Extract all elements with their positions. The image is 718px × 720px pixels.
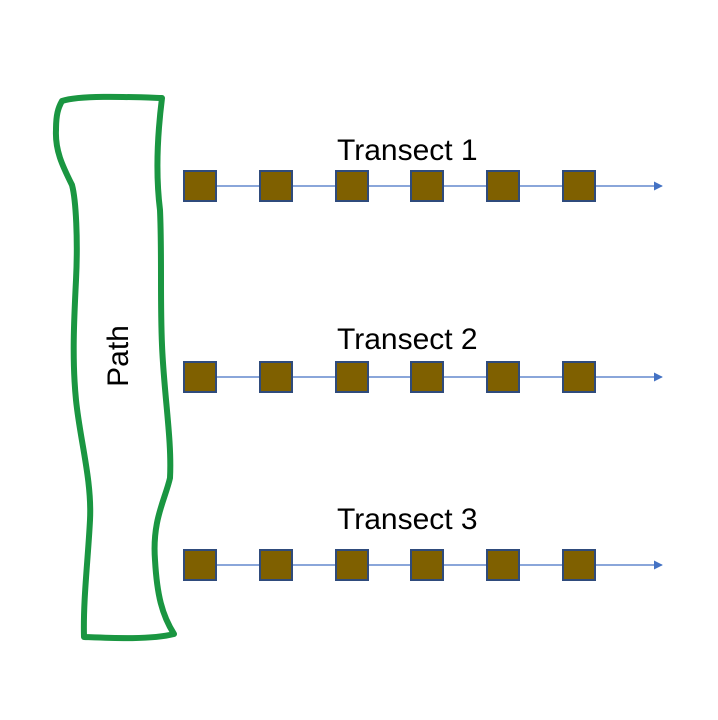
- transect-3-quadrats: [183, 549, 596, 581]
- quadrat: [183, 170, 217, 202]
- quadrat: [562, 361, 596, 393]
- transect-1: Transect 1: [183, 134, 663, 202]
- transect-1-quadrats: [183, 170, 596, 202]
- quadrat: [335, 549, 369, 581]
- quadrat: [335, 361, 369, 393]
- transect-2-label: Transect 2: [337, 323, 478, 356]
- quadrat: [335, 170, 369, 202]
- quadrat: [259, 361, 293, 393]
- quadrat: [562, 549, 596, 581]
- quadrat: [486, 361, 520, 393]
- quadrat: [183, 361, 217, 393]
- quadrat: [562, 170, 596, 202]
- quadrat: [410, 549, 444, 581]
- quadrat: [259, 170, 293, 202]
- transect-2: Transect 2: [183, 323, 663, 393]
- path-outline: [52, 93, 177, 642]
- quadrat: [410, 361, 444, 393]
- transect-1-label: Transect 1: [337, 134, 478, 167]
- quadrat: [486, 170, 520, 202]
- path: Path: [52, 93, 177, 642]
- transect-2-quadrats: [183, 361, 596, 393]
- quadrat: [183, 549, 217, 581]
- transect-3-label: Transect 3: [337, 503, 478, 536]
- quadrat: [259, 549, 293, 581]
- path-label: Path: [102, 325, 135, 387]
- quadrat: [486, 549, 520, 581]
- transect-3: Transect 3: [183, 503, 663, 581]
- quadrat: [410, 170, 444, 202]
